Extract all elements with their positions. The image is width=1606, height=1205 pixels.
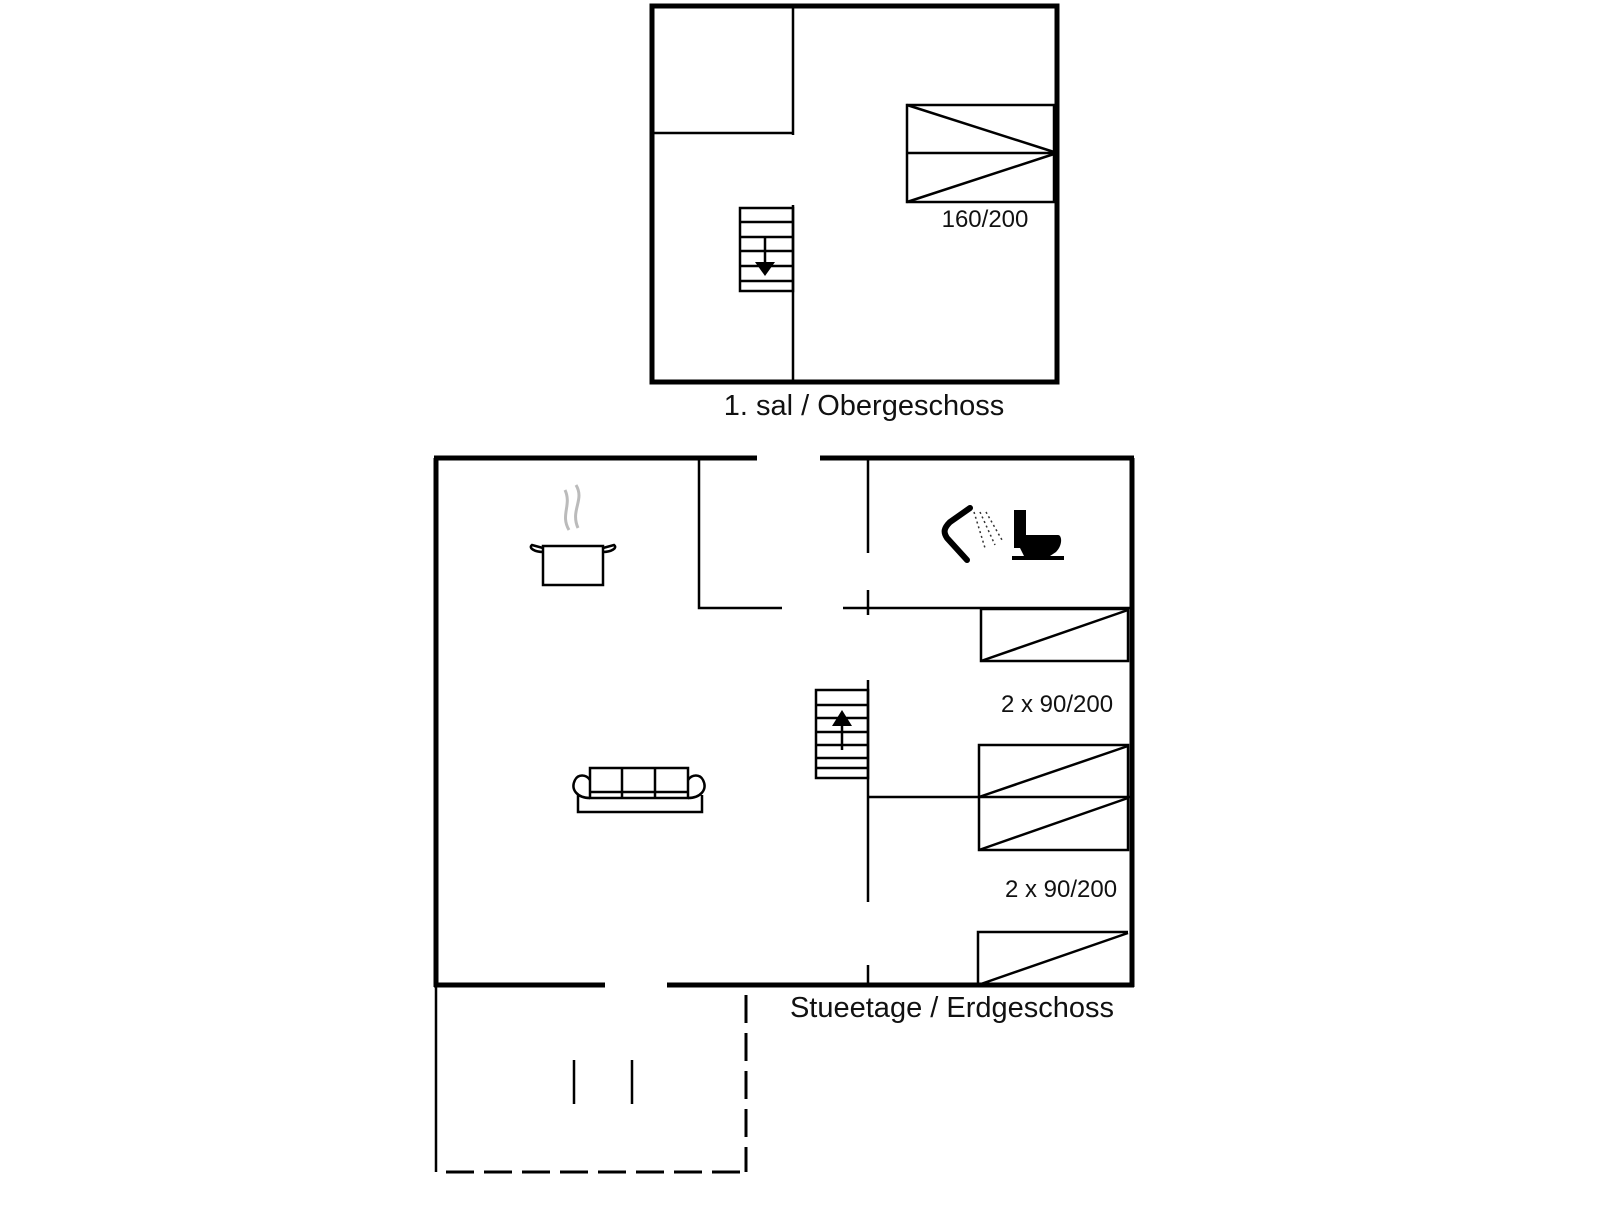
upper-floor: 160/200 1. sal / Obergeschoss <box>649 3 1060 422</box>
upper-outer-wall <box>649 3 1060 385</box>
stairs-up-icon <box>814 688 870 780</box>
cooking-pot-icon <box>529 484 617 587</box>
shower-icon <box>941 505 1003 563</box>
ground-floor-caption: Stueetage / Erdgeschoss <box>790 992 1114 1024</box>
ground-interior-walls <box>697 460 1130 985</box>
single-bed-icon <box>979 607 1130 663</box>
single-bed-icon <box>977 743 1130 852</box>
upper-interior-walls <box>652 6 795 382</box>
ground-outer-wall <box>433 455 1135 988</box>
upper-bed-label: 160/200 <box>942 206 1029 233</box>
toilet-icon <box>1012 510 1064 560</box>
ground-floor: 2 x 90/200 2 x 90/200 Stueetage / Erdge <box>433 455 1135 1024</box>
sofa-icon <box>572 766 706 814</box>
upper-floor-caption: 1. sal / Obergeschoss <box>724 390 1004 422</box>
single-bed-icon <box>976 930 1129 987</box>
stairs-down-icon <box>738 206 795 293</box>
terrace <box>434 985 748 1174</box>
double-bed-icon <box>905 103 1056 204</box>
bedroom-1-bed-label: 2 x 90/200 <box>1001 691 1113 718</box>
bedroom-2-bed-label: 2 x 90/200 <box>1005 876 1117 903</box>
